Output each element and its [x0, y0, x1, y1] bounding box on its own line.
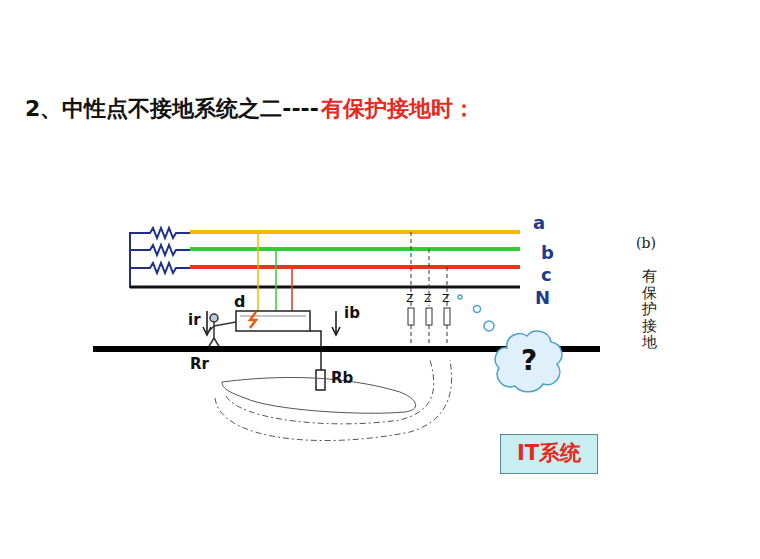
phase-label: a: [533, 213, 545, 233]
phase-label: c: [541, 265, 552, 285]
figure-tag: (b): [636, 236, 656, 251]
system-badge: IT系统: [500, 434, 598, 474]
phase-a-line: [190, 230, 520, 234]
phase-b-line: [190, 247, 520, 251]
current-label: ir: [188, 312, 201, 329]
neutral-line: [130, 286, 520, 289]
title-text: 2、中性点不接地系统之二----: [25, 97, 319, 121]
phase-c-tap: [280, 267, 292, 313]
node-text: IT系统: [517, 442, 581, 465]
current-arrow-b: [335, 311, 337, 333]
vertical-caption: 有保护接地: [642, 268, 657, 351]
impedance-label: Z: [424, 293, 432, 305]
line-capacitance: [408, 232, 450, 347]
earth-resistor: [316, 370, 325, 390]
fault-symbol: [250, 312, 256, 328]
phase-a-tap: [257, 232, 259, 313]
phase-c-line: [190, 265, 520, 269]
thought-bubbles: [458, 295, 494, 331]
current-label: ib: [344, 305, 360, 322]
phase-label: b: [541, 243, 554, 263]
current-arrow-r: [206, 311, 208, 333]
impedance-label: Z: [406, 293, 414, 305]
equipment-housing: [236, 311, 310, 331]
title-highlight: 有保护接地时：: [321, 97, 475, 121]
resistance-label: Rr: [190, 356, 209, 373]
equipment-inner: [240, 316, 306, 317]
fault-label: d: [234, 293, 245, 311]
person-figure: [206, 314, 236, 348]
resistance-label: Rb: [331, 370, 353, 387]
earth-current-paths: [215, 360, 452, 441]
generator-windings: [130, 228, 192, 288]
phase-label: N: [535, 288, 550, 308]
impedance-label: Z: [442, 293, 450, 305]
thought-cloud: ?: [493, 328, 565, 394]
node-text: ?: [521, 346, 537, 377]
phase-b-tap: [275, 249, 277, 313]
